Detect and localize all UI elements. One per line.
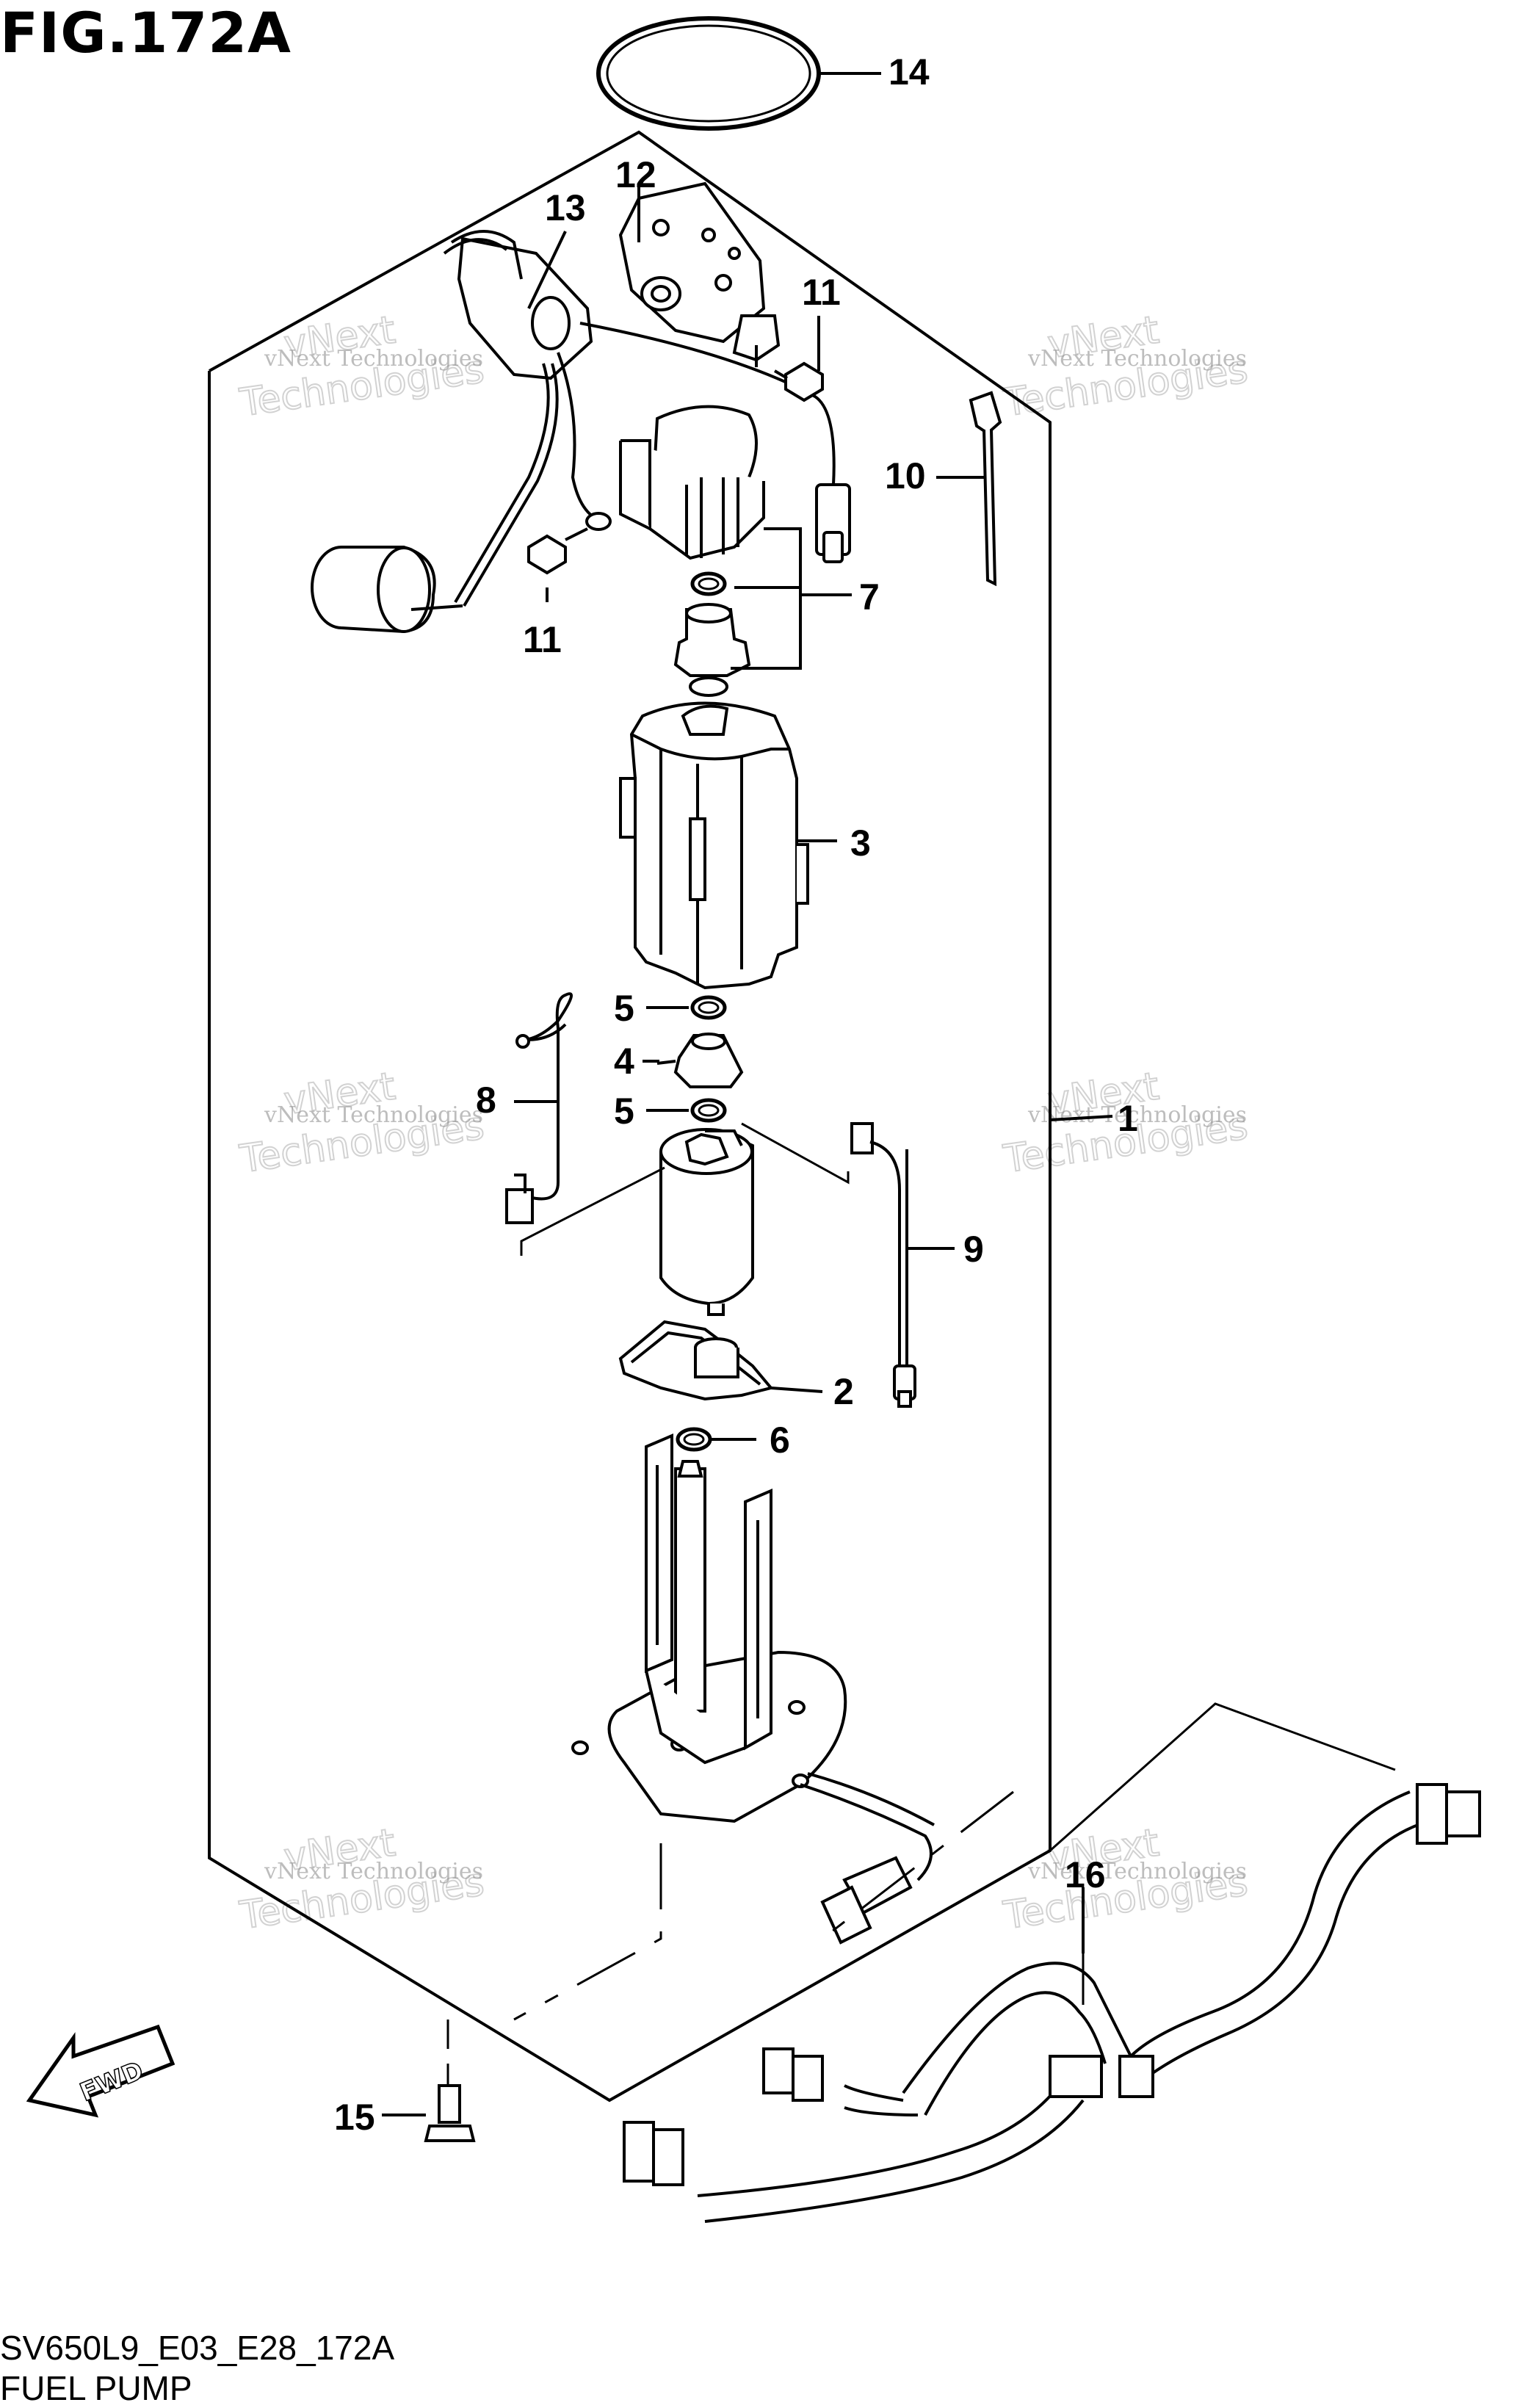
callout-5-upper: 5 [614,988,634,1029]
cable-tie [969,391,1002,587]
fuel-pump-motor [659,1128,754,1316]
callout-14: 14 [889,51,930,93]
pump-connector [820,1856,913,1945]
watermark-line1: vNext Technologies [264,1859,483,1884]
callout-10: 10 [885,455,926,496]
callout-9: 9 [963,1229,984,1270]
callout-13: 13 [545,187,586,228]
callout-labels: 14 12 13 11 10 7 11 3 5 4 8 5 1 9 2 6 16… [334,51,1138,2138]
callout-5-lower: 5 [614,1091,634,1132]
watermark-mid-left: vNext Technologies vNext Technologies [236,1064,488,1183]
callout-8: 8 [476,1080,496,1121]
callout-leaders [382,72,1113,2116]
watermark-line1: vNext Technologies [1027,1102,1247,1128]
callout-4: 4 [614,1041,634,1082]
callout-11-lower: 11 [523,619,562,660]
pump-base-frame [571,1433,935,1881]
callout-1: 1 [1118,1098,1138,1139]
screw-lower [527,512,612,575]
watermark-line1: vNext Technologies [264,346,483,372]
callout-2: 2 [833,1371,854,1412]
figure-title: FIG.172A [0,0,292,65]
callout-7: 7 [859,576,880,618]
o-ring-lower [692,1100,725,1121]
screw-upper [773,361,824,402]
fuel-level-sender [311,230,851,634]
gasket-ring [596,16,821,131]
callout-3: 3 [850,822,871,864]
regulator-bracket [618,181,781,367]
pressure-regulator [619,405,765,697]
watermark-top-left: vNext Technologies vNext Technologies [236,308,488,427]
callout-12: 12 [615,154,656,195]
figure-code: SV650L9_E03_E28_172A [0,2329,395,2367]
watermark-bottom-left: vNext Technologies vNext Technologies [236,1821,488,1939]
jet-pump [656,1033,744,1088]
pump-bracket-lines [520,1122,850,1256]
watermark-top-right: vNext Technologies vNext Technologies [1000,308,1251,427]
watermark-line1: vNext Technologies [1027,1859,1247,1884]
routing-lines [446,1702,1396,2086]
pump-wiring [850,1122,916,1408]
figure-name: FUEL PUMP [0,2369,192,2407]
callout-11-upper: 11 [802,272,841,313]
forward-direction-arrow: FWD [26,2024,175,2118]
watermark-line1: vNext Technologies [1027,346,1247,372]
o-ring-six [678,1429,710,1450]
mounting-bolt [424,2084,476,2142]
watermark-line1: vNext Technologies [264,1102,483,1128]
fuel-hose-assembly [623,1783,1481,2223]
callout-6: 6 [770,1420,790,1461]
callout-16: 16 [1065,1854,1106,1895]
fuel-filter [618,1320,774,1401]
callout-15: 15 [334,2097,375,2138]
ground-wire [505,992,573,1224]
o-ring-upper [692,997,725,1018]
watermark-bottom-right: vNext Technologies vNext Technologies [1000,1821,1251,1939]
pump-housing [619,701,809,990]
